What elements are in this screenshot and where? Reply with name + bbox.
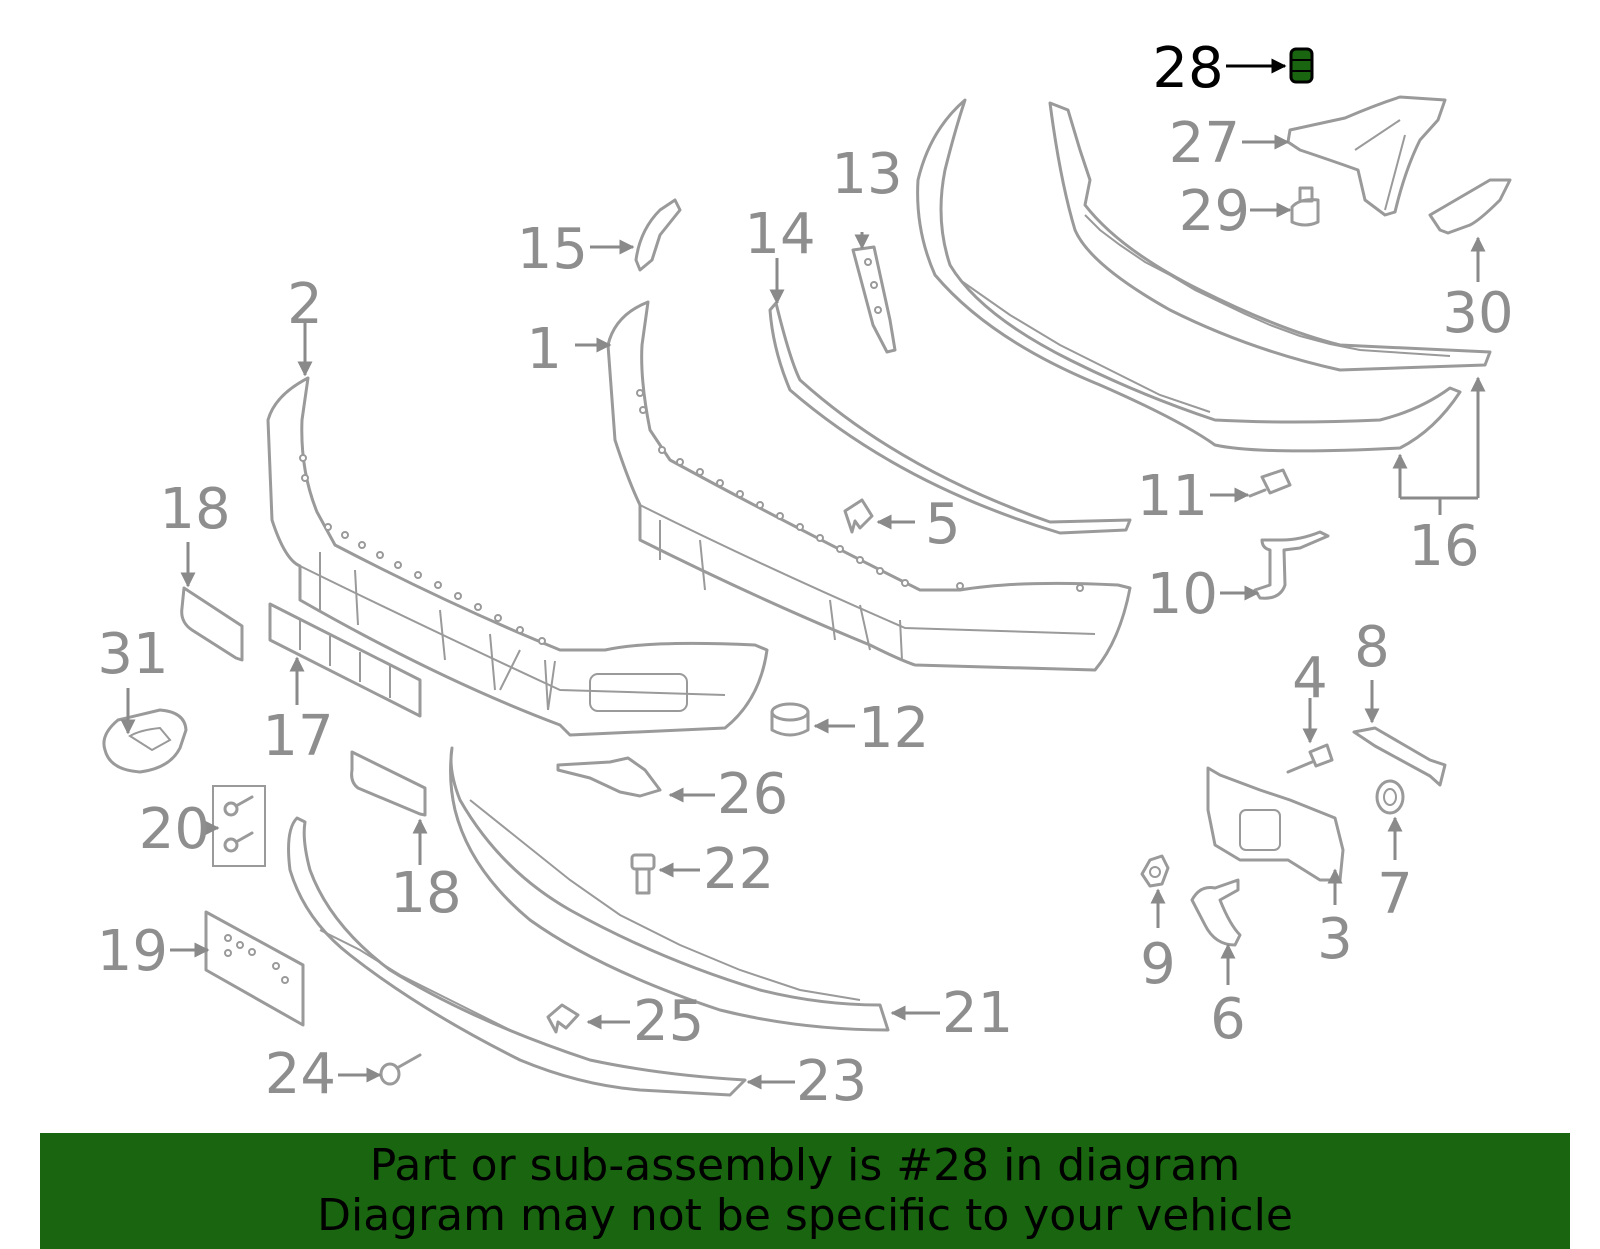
part-14-strip <box>768 301 1132 535</box>
part-2-holes <box>299 454 546 645</box>
callout-11: 11 <box>1137 464 1208 529</box>
part-21-lower-panel <box>449 746 890 1032</box>
callout-12: 12 <box>858 696 929 761</box>
callout-6: 6 <box>1210 987 1246 1052</box>
callout-14: 14 <box>744 202 815 267</box>
leader-arrows <box>120 134 1486 1090</box>
part-30-bracket <box>1428 178 1512 235</box>
part-5-clip <box>843 498 874 534</box>
callout-25: 25 <box>633 989 704 1054</box>
callout-10: 10 <box>1147 562 1218 627</box>
callout-20: 20 <box>139 797 210 862</box>
callout-23: 23 <box>796 1049 867 1114</box>
callout-22: 22 <box>703 837 774 902</box>
callout-8: 8 <box>1354 615 1390 680</box>
callout-7: 7 <box>1377 862 1413 927</box>
part-17-insert <box>268 602 422 718</box>
callout-1: 1 <box>526 317 562 382</box>
part-24-bolt <box>379 1053 422 1086</box>
part-7-washer <box>1375 779 1405 815</box>
part-13-bracket <box>851 245 897 354</box>
part-upper-reinforcement <box>1048 101 1492 372</box>
callout-5: 5 <box>925 492 961 557</box>
part-3-mounting-bracket <box>1206 766 1345 882</box>
part-25-clip <box>546 1003 580 1034</box>
callout-28: 28 <box>1152 36 1223 101</box>
callout-29: 29 <box>1179 179 1250 244</box>
part-18-lower-pad <box>350 750 427 817</box>
callout-3: 3 <box>1317 907 1353 972</box>
part-11-bolt <box>1248 468 1292 498</box>
info-banner: Part or sub-assembly is #28 in diagram D… <box>40 1133 1570 1249</box>
banner-line-2: Diagram may not be specific to your vehi… <box>317 1190 1293 1241</box>
part-27-bracket <box>1286 95 1447 217</box>
part-28-icon <box>1289 47 1314 84</box>
part-12-cap <box>770 702 810 737</box>
part-19-license-bracket <box>204 910 305 1027</box>
part-26-bracket <box>556 756 662 798</box>
callout-9: 9 <box>1140 932 1176 997</box>
part-2-bumper-bar <box>266 376 769 737</box>
callout-labels: 1 2 3 4 5 6 7 8 9 10 11 12 13 14 15 16 1… <box>97 111 1514 1114</box>
part-1-bumper <box>606 300 1132 672</box>
part-29-clip <box>1290 186 1320 227</box>
part-28-highlighted[interactable]: 28 <box>1152 36 1314 101</box>
callout-13: 13 <box>831 142 902 207</box>
part-16-valance <box>916 98 1462 453</box>
callout-18-upper: 18 <box>159 477 230 542</box>
part-23-lower-valance <box>287 816 747 1097</box>
callout-4: 4 <box>1292 646 1328 711</box>
callout-27: 27 <box>1169 111 1240 176</box>
callout-2: 2 <box>287 272 323 337</box>
callout-30: 30 <box>1442 281 1513 346</box>
banner-line-1: Part or sub-assembly is #28 in diagram <box>369 1140 1241 1191</box>
part-4-bolt <box>1286 743 1334 774</box>
callout-31: 31 <box>97 622 168 687</box>
part-22-bolt <box>630 853 656 895</box>
part-20-bolts <box>212 785 266 867</box>
part-9-nut <box>1140 854 1170 888</box>
callout-15: 15 <box>517 217 588 282</box>
part-10-bracket <box>1253 530 1330 600</box>
part-18-upper-pad <box>180 586 244 662</box>
callout-16: 16 <box>1408 514 1479 579</box>
callout-17: 17 <box>262 704 333 769</box>
callout-24: 24 <box>265 1042 336 1107</box>
callout-18-lower: 18 <box>390 861 461 926</box>
callout-26: 26 <box>717 762 788 827</box>
callout-19: 19 <box>97 919 168 984</box>
part-6-hook <box>1190 878 1242 947</box>
part-1-holes <box>636 389 1084 592</box>
callout-21: 21 <box>942 981 1013 1046</box>
part-8-rod <box>1352 726 1447 787</box>
part-15-trim <box>634 198 682 272</box>
part-31-tow-hook <box>102 708 188 774</box>
